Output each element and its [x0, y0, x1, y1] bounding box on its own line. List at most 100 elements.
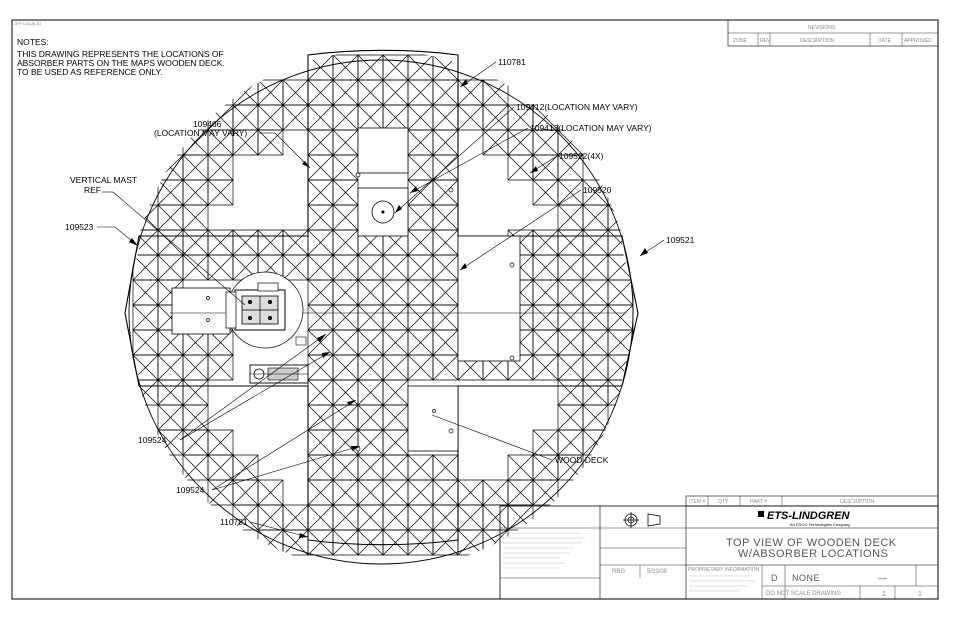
rev-col-rev: REV [760, 38, 771, 44]
center-plate-pin [381, 210, 385, 214]
absorber-tile-stroke [182, 354, 209, 381]
absorber-tile-stroke [332, 279, 359, 306]
center-plate-hole [371, 200, 395, 224]
absorber-tile-stroke [357, 329, 384, 356]
title-block: ETS-LINDGREN An ESCO Technologies Compan… [499, 505, 939, 600]
absorber-tile-stroke [332, 479, 359, 506]
vertical-mast-assembly [225, 271, 304, 349]
absorber-tile-stroke [232, 104, 259, 131]
absorber-tile-stroke [407, 454, 434, 481]
notes-line-1: THIS DRAWING REPRESENTS THE LOCATIONS OF [17, 49, 224, 59]
absorber-tile-stroke [532, 254, 559, 281]
absorber-tile-stroke [307, 429, 334, 456]
absorber-tile-stroke [157, 404, 184, 431]
absorber-tile-stroke [557, 354, 584, 381]
absorber-tile-stroke [407, 129, 434, 156]
absorber-tile-stroke [182, 404, 209, 431]
absorber-tile-stroke [457, 79, 484, 106]
absorber-tile-stroke [407, 254, 434, 281]
absorber-tile-stroke [182, 454, 209, 481]
callout-109466: 109466 [193, 119, 222, 129]
absorber-tile-stroke [307, 104, 334, 131]
absorber-tile-stroke [307, 304, 334, 331]
callout-109521: 109521 [666, 235, 695, 245]
lower-cutout [407, 385, 459, 452]
absorber-tile-stroke [232, 254, 259, 281]
absorber-tile-stroke [307, 529, 334, 556]
absorber-tile-stroke [582, 229, 609, 256]
absorber-tile-stroke [457, 504, 484, 531]
drawing-title-line-1: TOP VIEW OF WOODEN DECK [726, 537, 897, 549]
callout-109412: 109412(LOCATION MAY VARY) [516, 102, 638, 112]
absorber-tile-stroke [332, 154, 359, 181]
absorber-tile-stroke [432, 204, 459, 231]
absorber-tile-stroke [407, 229, 434, 256]
revisions-title: REVISIONS [808, 25, 836, 31]
absorber-tile-stroke [432, 229, 459, 256]
absorber-tile-stroke [307, 204, 334, 231]
absorber-tile-stroke [332, 329, 359, 356]
absorber-tile-stroke [207, 429, 234, 456]
absorber-tile-stroke [257, 79, 284, 106]
parts-col-qty: QTY [718, 499, 729, 505]
absorber-tile-stroke [357, 404, 384, 431]
absorber-tile-stroke [132, 329, 159, 356]
absorber-tile-stroke [332, 529, 359, 556]
absorber-tile-stroke [432, 79, 459, 106]
absorber-tile-stroke [507, 104, 534, 131]
right-cutout [457, 235, 521, 362]
absorber-tile-stroke [557, 229, 584, 256]
notes-block: NOTES: THIS DRAWING REPRESENTS THE LOCAT… [17, 37, 225, 77]
absorber-tile-stroke [482, 79, 509, 106]
callout-109524-upper: 109524 [138, 435, 167, 445]
absorber-tile-stroke [382, 54, 409, 81]
absorber-tile-stroke [282, 504, 309, 531]
absorber-tile-stroke [507, 504, 534, 531]
absorber-tile-stroke [307, 454, 334, 481]
absorber-tile-stroke [232, 129, 259, 156]
absorber-tile-stroke [382, 429, 409, 456]
absorber-tile-stroke [532, 279, 559, 306]
absorber-tile-stroke [382, 79, 409, 106]
absorber-tile-stroke [332, 454, 359, 481]
absorber-tile-stroke [382, 404, 409, 431]
absorber-tile-stroke [332, 229, 359, 256]
rev-col-description: DESCRIPTION [800, 38, 835, 44]
absorber-tile-stroke [207, 254, 234, 281]
absorber-tile-stroke [432, 479, 459, 506]
absorber-tile-stroke [332, 129, 359, 156]
absorber-tile-stroke [407, 504, 434, 531]
absorber-tile-stroke [582, 204, 609, 231]
third-angle-projection-icon [623, 512, 661, 528]
absorber-tile-stroke [432, 179, 459, 206]
absorber-tile-stroke [407, 79, 434, 106]
absorber-tile-stroke [382, 329, 409, 356]
absorber-tile-stroke [307, 479, 334, 506]
absorber-tile-stroke [407, 54, 434, 81]
absorber-tile-stroke [382, 479, 409, 506]
absorber-tile-stroke [407, 104, 434, 131]
absorber-tile-stroke [332, 79, 359, 106]
absorber-tile-stroke [282, 79, 309, 106]
absorber-tile-stroke [307, 229, 334, 256]
absorber-tile-stroke [432, 329, 459, 356]
absorber-tile-stroke [482, 104, 509, 131]
absorber-tile-stroke [207, 129, 234, 156]
callout-vertical-mast-ref: REF [84, 185, 101, 195]
absorber-tile-stroke [207, 454, 234, 481]
absorber-tile-stroke [382, 254, 409, 281]
absorber-tile-stroke [307, 354, 334, 381]
parts-col-item: ITEM # [689, 499, 705, 505]
absorber-tile-stroke [157, 229, 184, 256]
callout-109524-lower: 109524 [176, 485, 205, 495]
absorber-tile-stroke [432, 504, 459, 531]
rev-col-date: DATE [878, 38, 892, 44]
sheet-number: 1 [882, 591, 886, 598]
absorber-tile-stroke [532, 179, 559, 206]
top-cutout [357, 127, 409, 174]
absorber-tile-stroke [357, 429, 384, 456]
absorber-tile-stroke [357, 354, 384, 381]
ets-lindgren-logo: ETS-LINDGREN An ESCO Technologies Compan… [758, 510, 851, 527]
absorber-tile-stroke [232, 229, 259, 256]
absorber-tile-stroke [182, 379, 209, 406]
